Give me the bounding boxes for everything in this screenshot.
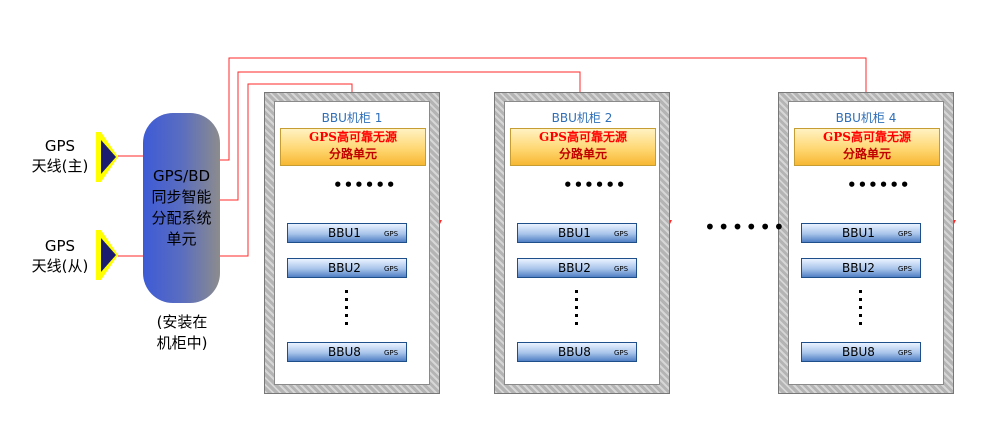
bbu-gps-port: GPS xyxy=(898,265,913,273)
bbu-name: BBU1 xyxy=(842,226,875,240)
bbu-gps-port: GPS xyxy=(384,349,399,357)
splitter-label-line2: 分路单元 xyxy=(558,147,607,161)
bbu-gps-port: GPS xyxy=(898,230,913,238)
splitter-label-line1: GPS高可靠无源 xyxy=(539,130,627,144)
wire-bus-cabinet-2 xyxy=(220,71,583,201)
bbu-unit: BBU1 GPS xyxy=(517,223,637,243)
bbu-name: BBU2 xyxy=(558,261,591,275)
bbu-cabinet-1: BBU机柜 1 GPS高可靠无源 分路单元 •••••• BBU1 GPS BB… xyxy=(264,92,440,394)
bbu-cabinet-3: BBU机柜 4 GPS高可靠无源 分路单元 •••••• BBU1 GPS BB… xyxy=(778,92,954,394)
bbu-unit: BBU2 GPS xyxy=(517,258,637,278)
gps-passive-splitter: GPS高可靠无源 分路单元 xyxy=(510,128,656,166)
splitter-label-line1: GPS高可靠无源 xyxy=(823,130,911,144)
backup-antenna-icon xyxy=(96,230,118,280)
bbu-gps-port: GPS xyxy=(384,230,399,238)
bbu-gps-port: GPS xyxy=(614,230,629,238)
bbu-name: BBU8 xyxy=(558,345,591,359)
install-note: (安装在 机柜中) xyxy=(156,313,208,352)
bbu-vertical-ellipsis xyxy=(575,290,579,330)
bbu-unit: BBU8 GPS xyxy=(287,342,407,362)
bbu-name: BBU1 xyxy=(328,226,361,240)
cabinet-interior: BBU机柜 4 GPS高可靠无源 分路单元 •••••• BBU1 GPS BB… xyxy=(788,101,944,385)
cabinet-title: BBU机柜 1 xyxy=(321,111,383,125)
between-cabinets-ellipsis: •••••• xyxy=(704,215,787,239)
bbu-unit: BBU8 GPS xyxy=(801,342,921,362)
bbu-gps-port: GPS xyxy=(614,349,629,357)
gps-passive-splitter: GPS高可靠无源 分路单元 xyxy=(280,128,426,166)
splitter-label-line2: 分路单元 xyxy=(842,147,891,161)
main-antenna-label: GPS 天线(主) xyxy=(31,137,89,175)
bbu-name: BBU8 xyxy=(328,345,361,359)
bbu-unit: BBU2 GPS xyxy=(801,258,921,278)
bbu-name: BBU2 xyxy=(328,261,361,275)
cabinet-interior: BBU机柜 1 GPS高可靠无源 分路单元 •••••• BBU1 GPS BB… xyxy=(274,101,430,385)
bbu-unit: BBU8 GPS xyxy=(517,342,637,362)
bbu-cabinet-2: BBU机柜 2 GPS高可靠无源 分路单元 •••••• BBU1 GPS BB… xyxy=(494,92,670,394)
bbu-name: BBU8 xyxy=(842,345,875,359)
bbu-name: BBU1 xyxy=(558,226,591,240)
backup-antenna-label: GPS 天线(从) xyxy=(31,237,89,275)
cabinet-interior: BBU机柜 2 GPS高可靠无源 分路单元 •••••• BBU1 GPS BB… xyxy=(504,101,660,385)
splitter-output-ellipsis: •••••• xyxy=(333,176,397,194)
splitter-output-ellipsis: •••••• xyxy=(847,176,911,194)
bbu-name: BBU2 xyxy=(842,261,875,275)
wire-bus-cabinet-4 xyxy=(220,57,869,161)
splitter-label-line1: GPS高可靠无源 xyxy=(309,130,397,144)
bbu-gps-port: GPS xyxy=(898,349,913,357)
splitter-label-line2: 分路单元 xyxy=(328,147,377,161)
bbu-unit: BBU1 GPS xyxy=(801,223,921,243)
sync-unit-label: GPS/BD 同步智能 分配系统 单元 xyxy=(151,167,212,248)
bbu-vertical-ellipsis xyxy=(345,290,349,330)
bbu-unit: BBU2 GPS xyxy=(287,258,407,278)
main-antenna-icon xyxy=(96,132,118,182)
gps-passive-splitter: GPS高可靠无源 分路单元 xyxy=(794,128,940,166)
cabinet-title: BBU机柜 4 xyxy=(835,111,897,125)
bbu-gps-port: GPS xyxy=(384,265,399,273)
bbu-unit: BBU1 GPS xyxy=(287,223,407,243)
cabinet-title: BBU机柜 2 xyxy=(551,111,613,125)
splitter-output-ellipsis: •••••• xyxy=(563,176,627,194)
gps-bd-sync-unit: GPS/BD 同步智能 分配系统 单元 xyxy=(143,113,220,303)
bbu-gps-port: GPS xyxy=(614,265,629,273)
bbu-vertical-ellipsis xyxy=(859,290,863,330)
